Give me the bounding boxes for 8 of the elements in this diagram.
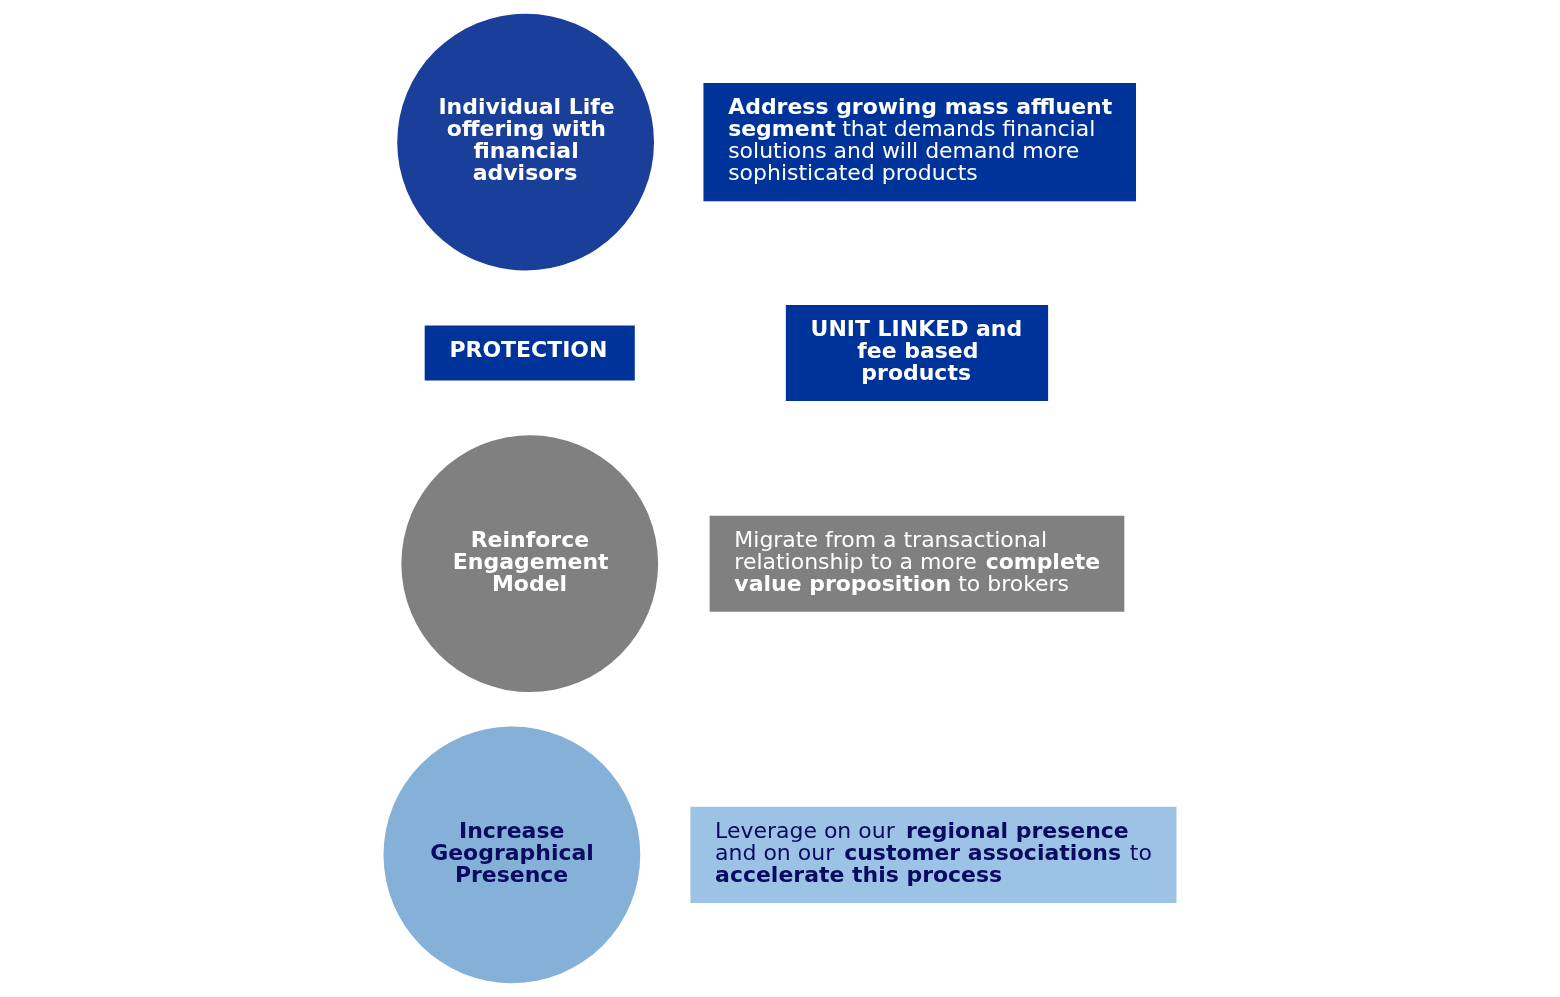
node-box: PROTECTION [424,325,635,381]
node-box: UNIT LINKED and fee based products [785,304,1049,401]
node-circle: Reinforce Engagement Model [401,435,659,693]
node-box: Migrate from a transactional relationship to a more complete value proposition to brokers [709,515,1125,612]
node-box: Address growing mass affluent segment that demands financial solutions and will demand more sophisticated products [703,83,1136,202]
node-circle: Individual Life offering with financial advisors [397,13,654,271]
node-box: Leverage on our regional presence and on our customer associations to accelerate this process [690,806,1177,903]
node-circle: Increase Geographical Presence [383,726,641,984]
